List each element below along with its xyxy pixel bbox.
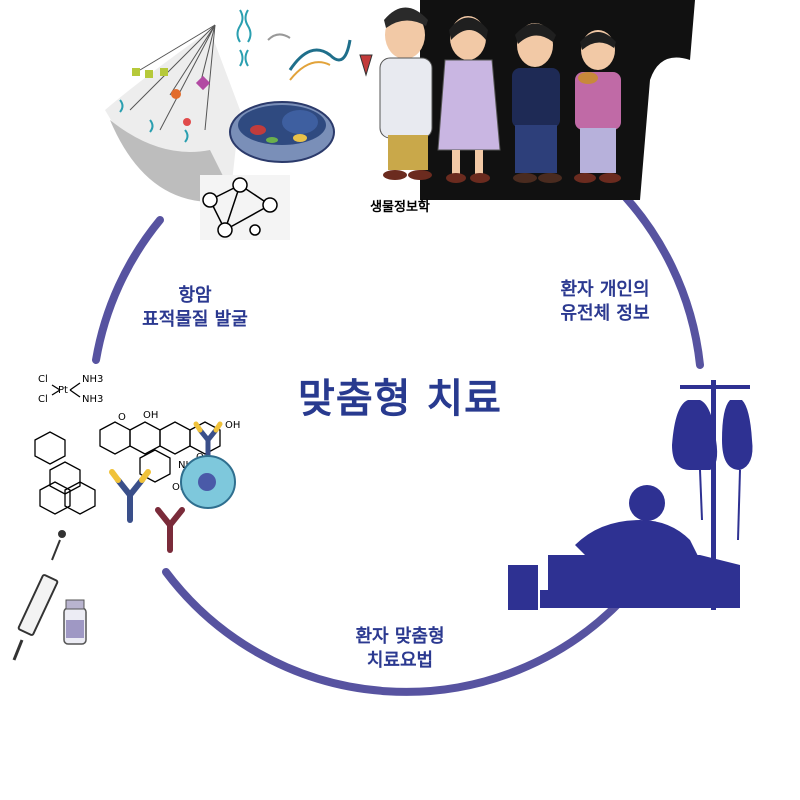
vial-icon xyxy=(63,599,87,645)
target-discovery-line2: 표적물질 발굴 xyxy=(142,309,248,331)
genome-info-line2: 유전체 정보 xyxy=(560,303,650,325)
center-title: 맞춤형 치료 xyxy=(298,376,502,422)
chem-cl2: Cl xyxy=(38,394,48,405)
arc-left xyxy=(92,216,164,364)
therapy-line2: 치료요법 xyxy=(366,650,434,672)
bioinformatics-caption: 생물정보학 xyxy=(370,200,430,215)
target-discovery-line1: 항암 xyxy=(178,285,212,306)
antibody-icon xyxy=(109,469,151,523)
chem-nh3a: NH3 xyxy=(82,374,103,385)
chem-oh2: OH xyxy=(225,420,240,431)
drug-illustration: Cl Cl Pt NH3 NH3 O O OH OH OH NH2 xyxy=(12,374,240,661)
chem-oh1: OH xyxy=(143,410,158,421)
chem-o1: O xyxy=(118,412,126,423)
antibody-icon xyxy=(155,507,185,553)
arc-right xyxy=(608,179,704,369)
chem-nh3b: NH3 xyxy=(82,394,103,405)
genomics-illustration xyxy=(105,9,352,240)
target-discovery-label: 항암 표적물질 발굴 xyxy=(115,284,275,333)
chem-cl1: Cl xyxy=(38,374,48,385)
therapy-label: 환자 맞춤형 치료요법 xyxy=(325,625,475,674)
people-illustration xyxy=(359,0,695,200)
arc-bottom xyxy=(162,568,624,696)
cycle-arcs xyxy=(92,179,704,696)
syringe-icon xyxy=(12,530,66,661)
genome-info-line1: 환자 개인의 xyxy=(560,279,650,300)
chem-oh3: OH xyxy=(172,482,187,493)
antibody-icon xyxy=(193,421,223,458)
therapy-line1: 환자 맞춤형 xyxy=(355,626,445,647)
genome-info-label: 환자 개인의 유전체 정보 xyxy=(520,278,690,327)
chem-pt: Pt xyxy=(58,385,68,396)
patient-silhouette xyxy=(508,380,753,610)
